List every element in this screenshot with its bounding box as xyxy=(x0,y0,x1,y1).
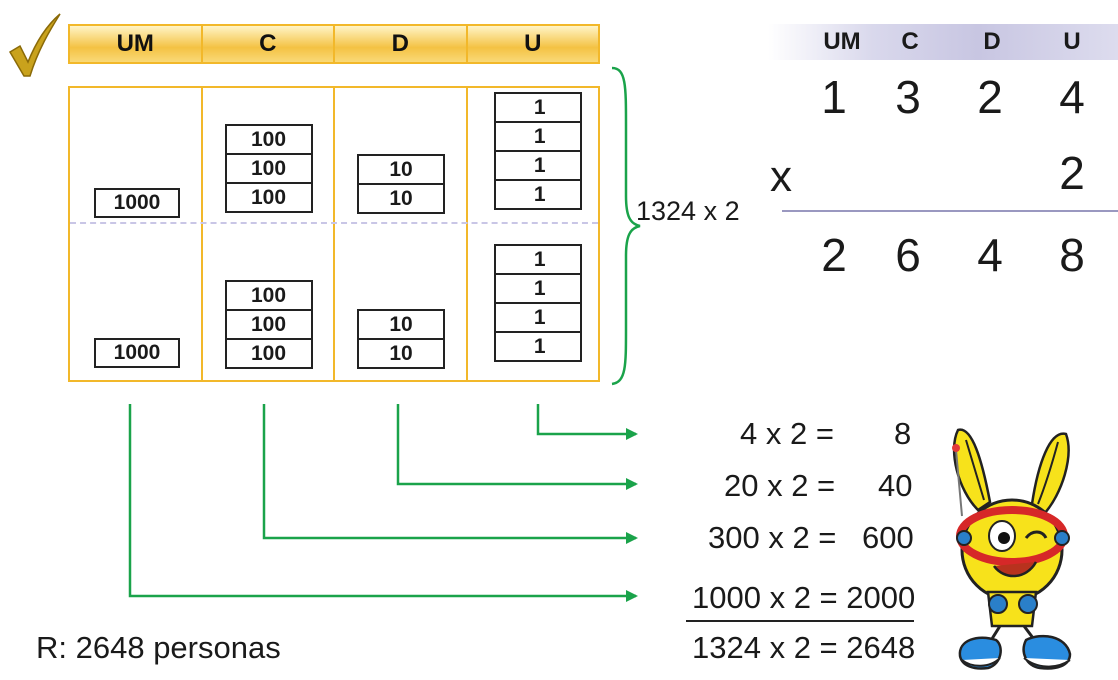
partial-expr-units: 4 x 2 = xyxy=(740,416,834,451)
result-d: 4 xyxy=(977,229,1003,281)
sum-rule xyxy=(686,620,914,622)
block-1: 1 xyxy=(493,150,582,181)
header-u: U xyxy=(467,26,598,62)
brace-label: 1324 x 2 xyxy=(636,196,740,226)
partial-value-hundreds: 600 xyxy=(862,520,914,555)
block-1: 1 xyxy=(493,331,582,362)
arrow-hundreds xyxy=(262,404,638,544)
block-1: 1 xyxy=(493,302,582,333)
vertical-header-bar xyxy=(768,24,1118,60)
result-um: 2 xyxy=(821,229,847,281)
place-value-body: 1000 1000 100 100 100 100 100 100 10 10 … xyxy=(68,86,600,382)
block-10: 10 xyxy=(357,338,445,369)
column-c: 100 100 100 100 100 100 xyxy=(203,88,335,380)
block-100: 100 xyxy=(224,338,313,369)
partial-expr-thousands: 1000 x 2 = 2000 xyxy=(692,580,916,615)
result-c: 6 xyxy=(895,229,921,281)
block-100: 100 xyxy=(224,182,313,213)
multiplicand-d: 2 xyxy=(977,71,1003,123)
block-100: 100 xyxy=(224,309,313,340)
arrow-units xyxy=(536,404,638,440)
block-10: 10 xyxy=(357,309,445,340)
block-1: 1 xyxy=(493,121,582,152)
result-rule xyxy=(782,210,1118,212)
partial-value-units: 8 xyxy=(894,416,912,451)
header-d: D xyxy=(335,26,468,62)
block-10: 10 xyxy=(357,183,445,214)
vheader-c: C xyxy=(901,28,919,55)
vheader-u: U xyxy=(1063,28,1081,55)
row-divider xyxy=(70,222,598,224)
block-1: 1 xyxy=(493,179,582,210)
header-c: C xyxy=(202,26,335,62)
checkmark-icon xyxy=(8,13,61,77)
place-value-header: UM C D U xyxy=(68,24,600,64)
block-1: 1 xyxy=(493,244,582,275)
multiplicand-c: 3 xyxy=(895,71,921,123)
mascot-illustration xyxy=(952,428,1072,670)
multiplicand-u: 4 xyxy=(1059,71,1085,123)
partial-value-tens: 40 xyxy=(878,468,913,503)
result-u: 8 xyxy=(1059,229,1085,281)
answer-text: R: 2648 personas xyxy=(36,630,281,665)
column-um: 1000 1000 xyxy=(70,88,203,380)
vheader-um: UM xyxy=(823,28,861,55)
block-100: 100 xyxy=(224,124,313,155)
vheader-d: D xyxy=(983,28,1001,55)
column-d: 10 10 10 10 xyxy=(335,88,468,380)
partial-expr-tens: 20 x 2 = xyxy=(724,468,836,503)
multiplier: 2 xyxy=(1059,147,1085,199)
arrow-tens xyxy=(396,404,638,490)
total-equation: 1324 x 2 = 2648 xyxy=(692,630,916,665)
header-um: UM xyxy=(70,26,203,62)
brace-icon xyxy=(611,66,641,386)
arrow-thousands xyxy=(128,404,638,602)
block-1000: 1000 xyxy=(94,338,180,368)
multiply-sign: x xyxy=(770,152,792,201)
partial-expr-hundreds: 300 x 2 = xyxy=(708,520,837,555)
column-u: 1 1 1 1 1 1 1 1 xyxy=(468,88,599,380)
block-1000: 1000 xyxy=(94,188,180,218)
multiplicand-um: 1 xyxy=(821,71,847,123)
